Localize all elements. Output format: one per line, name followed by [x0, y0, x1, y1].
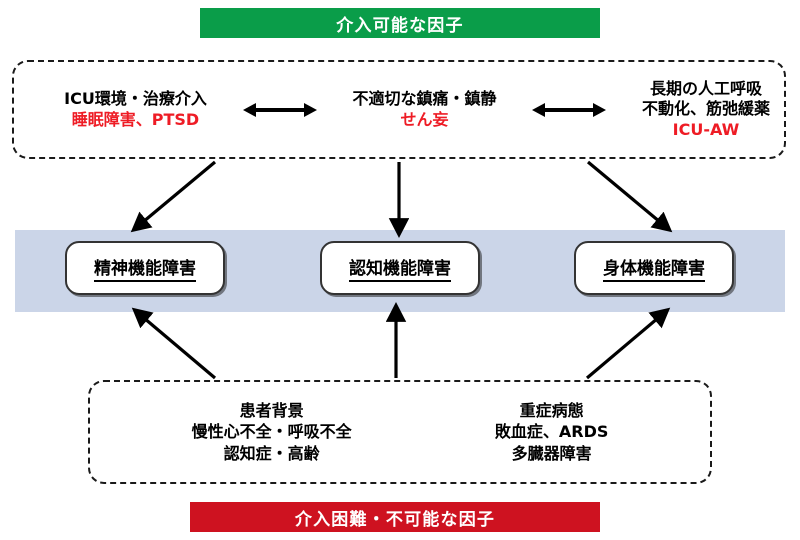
nonmodifiable-factors-row: 患者背景 慢性心不全・呼吸不全 認知症・高齢 重症病態 敗血症、ARDS 多臓器…: [90, 382, 710, 482]
factor-outcome: ICU-AW: [672, 119, 740, 139]
outcome-box-mental-dysfunction: 精神機能障害: [65, 241, 225, 295]
factor-detail-line2: 慢性心不全・呼吸不全: [191, 422, 352, 442]
factor-item-prolonged-ventilation: 長期の人工呼吸 不動化、筋弛緩薬 ICU-AW: [606, 79, 800, 140]
arrow-background-to-mental: [131, 307, 217, 380]
modifiable-factors-banner-label: 介入可能な因子: [336, 15, 464, 36]
factor-title: ICU環境・治療介入: [64, 89, 207, 109]
factor-item-icu-environment: ICU環境・治療介入 睡眠障害、PTSD: [28, 89, 243, 130]
nonmodifiable-factors-banner-label: 介入困難・不可能な因子: [294, 509, 496, 530]
bidirectional-arrow-icon: [243, 99, 317, 121]
outcome-box-physical-dysfunction: 身体機能障害: [574, 241, 734, 295]
factor-outcome: 睡眠障害、PTSD: [71, 109, 200, 129]
factor-title: 患者背景: [239, 400, 304, 420]
arrow-icu-to-mental: [130, 160, 217, 233]
bidirectional-arrow-icon: [532, 99, 606, 121]
nonmodifiable-factors-banner: 介入困難・不可能な因子: [190, 502, 600, 532]
nonmodifiable-factors-box: 患者背景 慢性心不全・呼吸不全 認知症・高齢 重症病態 敗血症、ARDS 多臓器…: [88, 380, 712, 484]
outcome-box-cognitive-dysfunction: 認知機能障害: [320, 241, 480, 295]
outcome-label: 認知機能障害: [349, 254, 451, 282]
factor-outcome: せん妄: [400, 109, 449, 129]
factor-item-patient-background: 患者背景 慢性心不全・呼吸不全 認知症・高齢: [192, 400, 352, 465]
factor-detail-line3: 多臓器障害: [511, 443, 592, 463]
factor-title: 不適切な鎮痛・鎮静: [352, 89, 497, 109]
factor-detail-line2: 敗血症、ARDS: [494, 422, 609, 442]
outcome-label: 精神機能障害: [94, 254, 196, 282]
modifiable-factors-row: ICU環境・治療介入 睡眠障害、PTSD 不適切な鎮痛・鎮静 せん妄: [14, 62, 784, 157]
outcome-label: 身体機能障害: [603, 254, 705, 282]
factor-title: 重症病態: [519, 400, 584, 420]
arrow-ventilation-to-physical: [586, 160, 673, 233]
factor-item-inadequate-analgesia-sedation: 不適切な鎮痛・鎮静 せん妄: [317, 89, 532, 130]
factor-item-severe-illness: 重症病態 敗血症、ARDS 多臓器障害: [495, 400, 609, 465]
modifiable-factors-box: ICU環境・治療介入 睡眠障害、PTSD 不適切な鎮痛・鎮静 せん妄: [12, 60, 786, 159]
factor-title-line1: 長期の人工呼吸: [649, 78, 762, 98]
factor-title-line2: 不動化、筋弛緩薬: [641, 99, 770, 119]
modifiable-factors-banner: 介入可能な因子: [200, 8, 600, 38]
arrow-illness-to-physical: [585, 307, 671, 380]
factor-detail-line3: 認知症・高齢: [223, 443, 320, 463]
